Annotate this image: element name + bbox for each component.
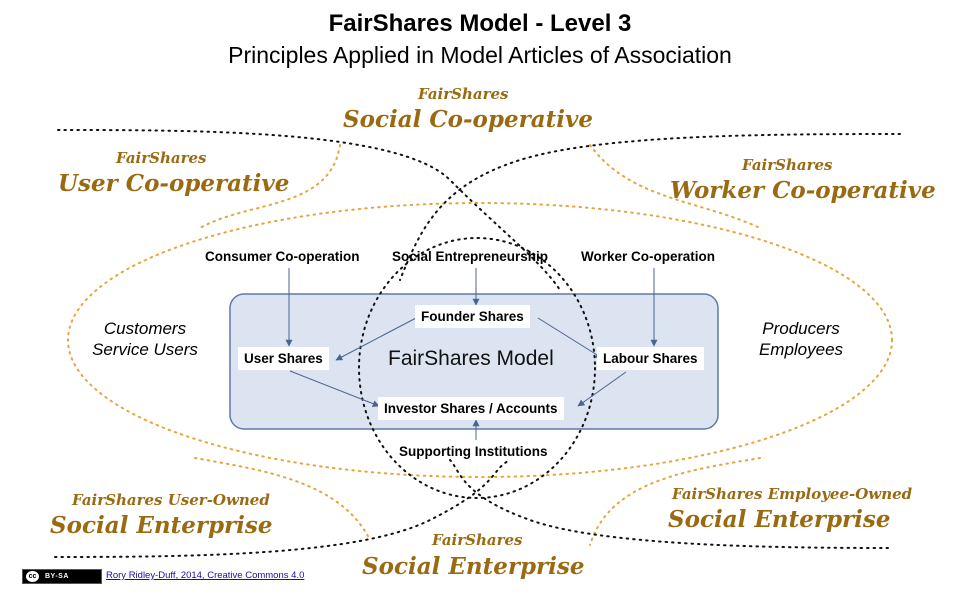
central-circle: [358, 237, 596, 499]
founder-shares-label: Founder Shares: [415, 305, 530, 328]
arrow-founder-to-labour: [537, 317, 603, 359]
page-subtitle: Principles Applied in Model Articles of …: [228, 42, 732, 68]
supporting-institutions-label: Supporting Institutions: [399, 444, 548, 459]
user-owned-se-curve: [194, 457, 371, 541]
credit-link[interactable]: Rory Ridley-Duff, 2014, Creative Commons…: [106, 570, 305, 581]
social-coop-title: Social Co-operative: [343, 106, 593, 133]
user-coop-brand: FairShares: [116, 149, 207, 167]
user-owned-se-brand: FairShares User-Owned: [72, 491, 270, 509]
producers-group: Producers Employees: [732, 318, 870, 360]
page-title: FairShares Model - Level 3: [328, 10, 632, 37]
arrow-founder-to-user: [335, 317, 417, 361]
cc-icon: cc: [26, 571, 39, 582]
employee-owned-se-brand: FairShares Employee-Owned: [672, 485, 913, 503]
model-title: FairShares Model: [388, 347, 554, 370]
customers-line2: Service Users: [92, 340, 198, 359]
arrow-labour-to-investor: [577, 371, 627, 407]
cc-license-badge[interactable]: cc BY-SA: [22, 569, 102, 584]
bottom-right-dotted-line: [449, 459, 889, 549]
license-type: BY-SA: [45, 573, 69, 580]
consumer-cooperation-label: Consumer Co-operation: [205, 249, 360, 264]
producers-line1: Producers: [762, 319, 840, 338]
worker-coop-curve: [589, 144, 761, 229]
worker-coop-title: Worker Co-operative: [670, 177, 936, 204]
producers-line2: Employees: [758, 340, 844, 359]
social-coop-brand: FairShares: [418, 85, 509, 103]
user-shares-label: User Shares: [238, 347, 329, 370]
worker-coop-brand: FairShares: [742, 156, 833, 174]
social-enterprise-brand: FairShares: [432, 531, 523, 549]
user-coop-title: User Co-operative: [58, 170, 290, 197]
bottom-left-dotted-line: [54, 459, 511, 558]
user-coop-curve: [199, 144, 341, 229]
top-left-dotted-line: [57, 129, 561, 291]
customers-group: Customers Service Users: [76, 318, 214, 360]
customers-line1: Customers: [103, 319, 187, 338]
worker-cooperation-label: Worker Co-operation: [581, 249, 716, 264]
social-enterprise-title: Social Enterprise: [362, 553, 585, 580]
user-owned-se-title: Social Enterprise: [50, 512, 273, 539]
employee-owned-se-title: Social Enterprise: [668, 506, 891, 533]
stakeholder-ellipse: [67, 202, 893, 478]
investor-shares-label: Investor Shares / Accounts: [378, 397, 564, 420]
social-entrepreneurship-label: Social Entrepreneurship: [392, 249, 549, 264]
labour-shares-label: Labour Shares: [597, 347, 704, 370]
arrow-user-to-investor: [289, 370, 380, 407]
employee-owned-se-curve: [589, 457, 761, 546]
